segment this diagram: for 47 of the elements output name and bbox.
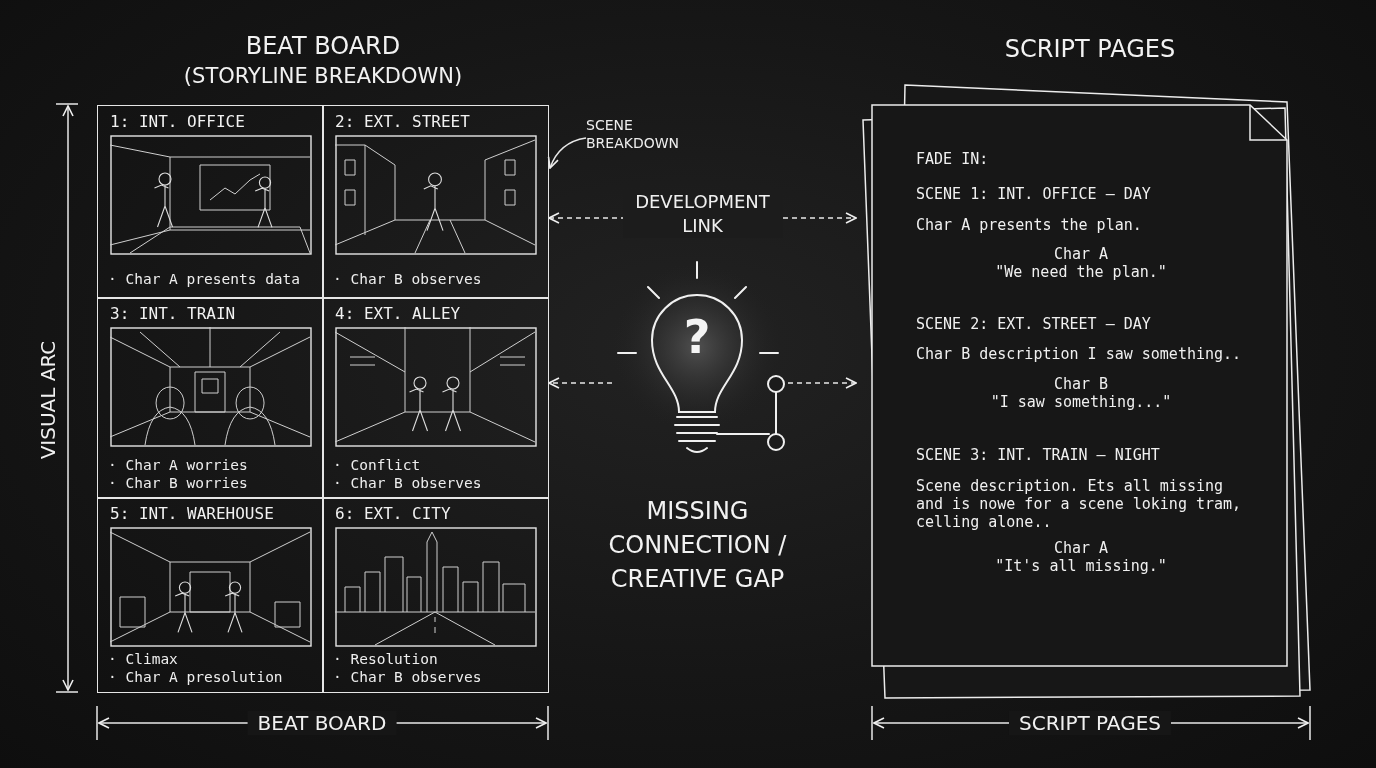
scene-heading: SCENE 1: INT. OFFICE – DAY	[916, 185, 1151, 203]
dimension-label: SCRIPT PAGES	[1009, 711, 1171, 735]
scene-panel	[97, 497, 324, 693]
callout-text: SCENE BREAKDOWN	[586, 116, 681, 152]
beat-note: · Resolution	[333, 650, 439, 668]
beat-note: · Char B worries	[108, 474, 248, 492]
beat-note: · Conflict	[333, 456, 422, 474]
dimension-label: BEAT BOARD	[247, 711, 397, 735]
beat-note: · Char A presents data	[108, 270, 301, 288]
board-subtitle: (STORYLINE BREAKDOWN)	[182, 64, 464, 88]
beat-note: · Char B observes	[333, 474, 482, 492]
beat-note: · Char B observes	[333, 668, 482, 686]
character-name: Char A	[1052, 245, 1110, 263]
beat-note: · Char A worries	[108, 456, 248, 474]
character-name: Char B	[1052, 375, 1110, 393]
scene-panel	[97, 297, 324, 499]
action-line: Char B description I saw something..	[916, 345, 1242, 363]
line: FADE IN:	[916, 150, 989, 168]
question-mark: ?	[682, 310, 712, 364]
dimension-label: VISUAL ARC	[36, 339, 60, 462]
beat-note: · Char B observes	[333, 270, 482, 288]
scene-heading: 2: EXT. STREET	[335, 112, 470, 131]
action-line: Scene description. Ets all missing and is nowe for a scene loking tram, celling alone..	[916, 477, 1243, 531]
beat-note: · Climax	[108, 650, 179, 668]
beat-note: · Char A presolution	[108, 668, 283, 686]
scene-panel	[322, 497, 549, 693]
scene-heading: 5: INT. WAREHOUSE	[110, 504, 274, 523]
scene-panel	[97, 105, 324, 299]
scene-heading: 6: EXT. CITY	[335, 504, 451, 523]
scene-heading: SCENE 3: INT. TRAIN – NIGHT	[916, 446, 1160, 464]
dialogue-line: "We need the plan."	[994, 263, 1168, 281]
dialogue-line: "It's all missing."	[994, 557, 1168, 575]
dashed-arrow	[548, 377, 613, 389]
scene-panel	[322, 105, 549, 299]
caption-text: MISSING CONNECTION / CREATIVE GAP	[607, 496, 788, 595]
scene-heading: 4: EXT. ALLEY	[335, 304, 461, 323]
dialogue-line: "I saw something..."	[989, 393, 1173, 411]
scene-heading: 3: INT. TRAIN	[110, 304, 236, 323]
scene-heading: SCENE 2: EXT. STREET – DAY	[916, 315, 1151, 333]
dashed-arrow	[787, 377, 857, 389]
board-title: BEAT BOARD	[244, 32, 402, 60]
script-title: SCRIPT PAGES	[1003, 35, 1177, 63]
character-name: Char A	[1052, 539, 1110, 557]
scene-heading: 1: INT. OFFICE	[110, 112, 245, 131]
arrow	[548, 137, 587, 169]
scene-panel	[322, 297, 549, 499]
action-line: Char A presents the plan.	[916, 216, 1142, 234]
